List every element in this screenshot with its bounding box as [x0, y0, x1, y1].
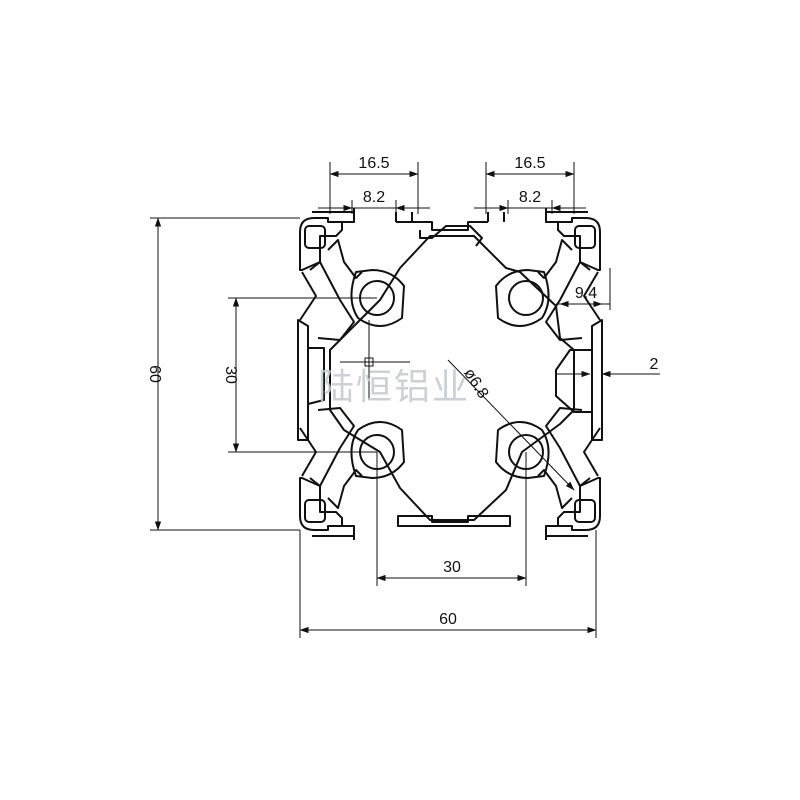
- watermark: 陆恒铝业: [318, 367, 471, 408]
- dim-hole-spacing-vertical: 30: [222, 366, 239, 384]
- profile-quarter: [299, 208, 363, 341]
- dim-overall-height: 60: [146, 365, 163, 383]
- dim-top-left-slot-inner: 8.2: [363, 189, 385, 206]
- profile-outline: [297, 207, 603, 541]
- dim-top-right-slot-inner: 8.2: [519, 189, 541, 206]
- dim-hole-spacing-horizontal: 30: [443, 559, 461, 576]
- center-mark: [340, 320, 410, 400]
- dimension-lines: [150, 162, 660, 638]
- hole-top-right: [508, 280, 544, 316]
- dim-right-slot-depth: 9.4: [575, 285, 597, 302]
- dim-wall-thickness: 2: [650, 356, 659, 373]
- dim-top-right-slot-outer: 16.5: [514, 155, 545, 172]
- dim-top-left-slot-outer: 16.5: [358, 155, 389, 172]
- dim-overall-width: 60: [439, 611, 457, 628]
